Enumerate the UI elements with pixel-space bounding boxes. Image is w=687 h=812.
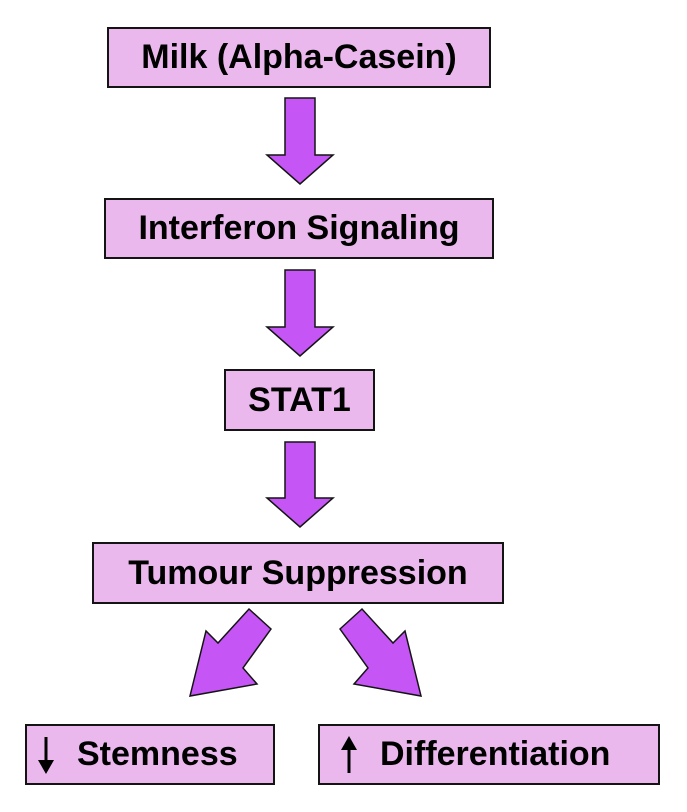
- node-interferon-signaling: Interferon Signaling: [104, 198, 494, 259]
- node-milk-alpha-casein: Milk (Alpha-Casein): [107, 27, 491, 88]
- arrow-stat1-to-tumour: [265, 441, 335, 528]
- arrow-milk-to-interferon: [265, 97, 335, 185]
- node-label: Interferon Signaling: [138, 209, 460, 247]
- up-arrow-icon: [341, 735, 357, 773]
- arrow-tumour-to-stemness: [188, 607, 272, 697]
- node-label: Tumour Suppression: [128, 553, 468, 592]
- arrow-tumour-to-differentiation: [339, 607, 423, 697]
- down-arrow-icon: [38, 736, 54, 774]
- node-differentiation: Differentiation: [318, 724, 660, 785]
- node-label: Milk (Alpha-Casein): [141, 38, 457, 76]
- node-tumour-suppression: Tumour Suppression: [92, 542, 504, 604]
- node-label: STAT1: [248, 380, 351, 419]
- node-stemness: Stemness: [25, 724, 275, 785]
- node-label: Stemness: [77, 735, 238, 773]
- node-stat1: STAT1: [224, 369, 375, 431]
- node-label: Differentiation: [380, 735, 611, 773]
- arrow-interferon-to-stat1: [265, 269, 335, 357]
